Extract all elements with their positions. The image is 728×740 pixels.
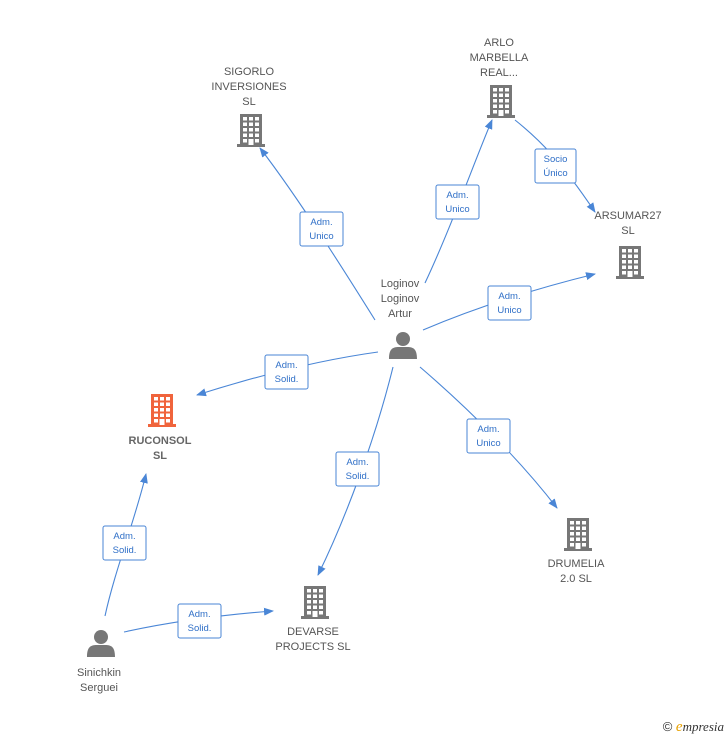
edge-label-box[interactable]: Adm. Unico (435, 184, 480, 220)
edge-label-text: Adm. (446, 190, 468, 201)
edge-label-text: Unico (445, 204, 469, 215)
node-label: PROJECTS SL (275, 641, 350, 653)
edge-label-text: Único (543, 168, 567, 179)
edge-loginov-arlo: Adm. Unico (424, 119, 493, 284)
edge-sinichkin-ruconsol: Adm. Solid. (102, 473, 148, 617)
node-label: ARSUMAR27 (594, 210, 661, 222)
node-label: SL (242, 96, 255, 108)
node-label: RUCONSOL (129, 435, 192, 447)
edge-label-text: Solid. (188, 623, 212, 634)
node-label: Sinichkin (77, 667, 121, 679)
node-label: DRUMELIA (548, 558, 606, 570)
brand-logo-name: mpresia (682, 719, 724, 734)
node-label: SL (153, 450, 167, 462)
edge-loginov-arsumar: Adm. Unico (422, 272, 596, 331)
node-label: 2.0 SL (560, 573, 592, 585)
building-icon (616, 246, 644, 279)
node-label: Artur (388, 308, 412, 320)
edge-label-text: Adm. (498, 291, 520, 302)
building-icon (301, 586, 329, 619)
node-label: Serguei (80, 682, 118, 694)
edge-loginov-devarse: Adm. Solid. (317, 366, 394, 576)
brand-footer: © empresia (663, 719, 724, 736)
edge-label-text: Solid. (275, 374, 299, 385)
node-label: SIGORLO (224, 66, 275, 78)
building-icon (487, 85, 515, 118)
edge-loginov-ruconsol: Adm. Solid. (196, 351, 379, 397)
building-icon (148, 394, 176, 427)
edge-label-box[interactable]: Adm. Solid. (102, 525, 147, 561)
edge-label-text: Adm. (310, 217, 332, 228)
node-label: DEVARSE (287, 626, 339, 638)
edge-label-text: Adm. (188, 609, 210, 620)
edge-label-text: Unico (497, 305, 521, 316)
edge-label-text: Adm. (275, 360, 297, 371)
edge-label-box[interactable]: Adm. Unico (466, 418, 511, 454)
edge-loginov-drumelia: Adm. Unico (419, 366, 558, 509)
edge-label-text: Unico (309, 231, 333, 242)
edge-label-text: Solid. (113, 545, 137, 556)
copyright-icon: © (662, 719, 673, 734)
building-icon (237, 114, 265, 147)
edge-label-box[interactable]: Adm. Solid. (335, 451, 380, 487)
node-label: SL (621, 225, 634, 237)
edge-label-box[interactable]: Adm. Unico (299, 211, 344, 247)
person-icon (87, 630, 115, 657)
node-label: ARLO (484, 37, 514, 49)
node-drumelia[interactable]: DRUMELIA 2.0 SL (548, 518, 606, 585)
edge-label-box[interactable]: Adm. Solid. (264, 354, 309, 390)
person-icon (389, 332, 417, 359)
edge-label-text: Solid. (346, 471, 370, 482)
node-devarse[interactable]: DEVARSE PROJECTS SL (275, 586, 351, 653)
edge-label-text: Unico (476, 438, 500, 449)
node-label: MARBELLA (470, 52, 529, 64)
node-arlo[interactable]: ARLO MARBELLA REAL... (470, 37, 529, 118)
edge-label-text: Adm. (113, 531, 135, 542)
edge-label-text: Adm. (346, 457, 368, 468)
node-label: INVERSIONES (211, 81, 286, 93)
edge-label-text: Adm. (477, 424, 499, 435)
brand-logo-initial: e (675, 719, 683, 735)
building-icon (564, 518, 592, 551)
node-label: Loginov (381, 293, 420, 305)
edge-label-box[interactable]: Adm. Solid. (177, 603, 222, 639)
edge-label-text: Socio (544, 154, 568, 165)
node-ruconsol[interactable]: RUCONSOL SL (129, 394, 192, 462)
node-label: REAL... (480, 67, 518, 79)
edge-label-box[interactable]: Adm. Unico (487, 285, 532, 321)
edge-loginov-sigorlo: Adm. Unico (259, 147, 376, 321)
node-label: Loginov (381, 278, 420, 290)
node-sigorlo[interactable]: SIGORLO INVERSIONES SL (211, 66, 287, 147)
edge-sinichkin-devarse: Adm. Solid. (123, 603, 274, 639)
